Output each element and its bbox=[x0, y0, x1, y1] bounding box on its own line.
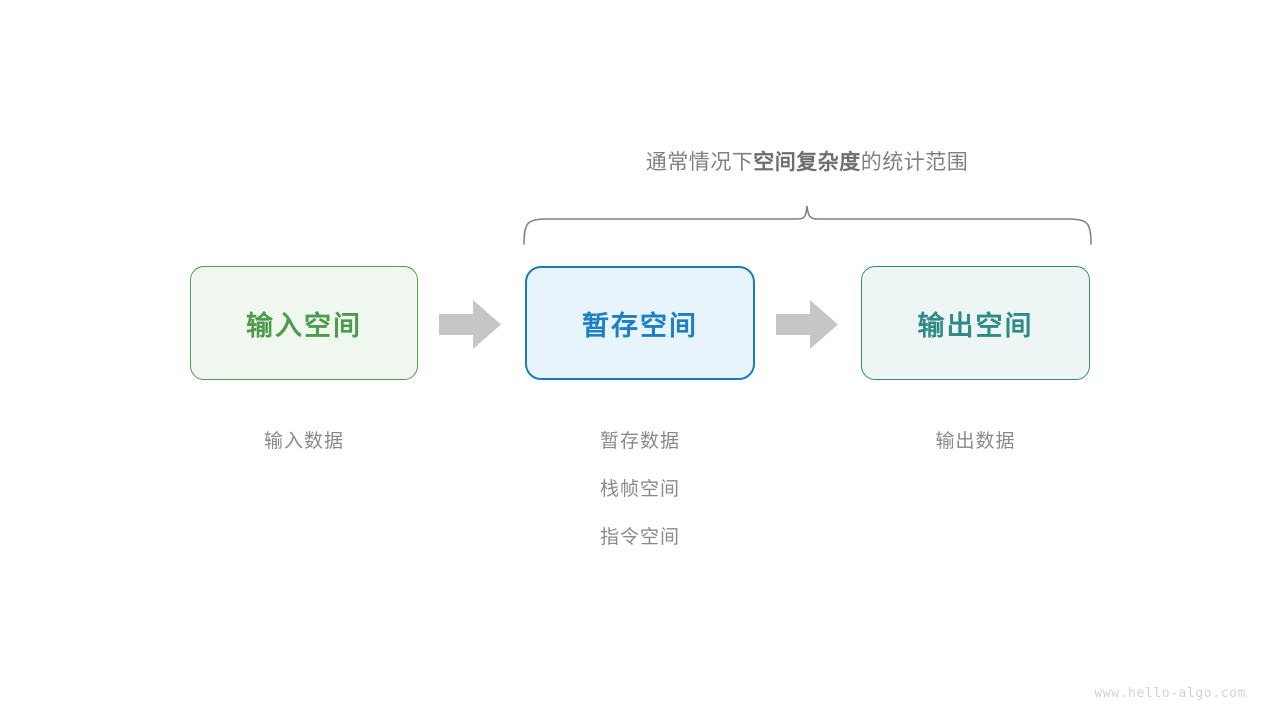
box-input-space-label: 输入空间 bbox=[246, 310, 362, 341]
box-temp-space-label: 暂存空间 bbox=[582, 310, 698, 341]
caption-item: 暂存数据 bbox=[599, 431, 680, 452]
captions-temp-space: 暂存数据 栈帧空间 指令空间 bbox=[525, 418, 755, 562]
caption-item: 输入数据 bbox=[263, 431, 344, 452]
scope-title-suffix: 的统计范围 bbox=[860, 151, 969, 174]
caption-item: 输出数据 bbox=[935, 431, 1016, 452]
captions-input-space: 输入数据 bbox=[190, 418, 418, 466]
caption-item: 指令空间 bbox=[599, 527, 680, 548]
scope-title-emphasis: 空间复杂度 bbox=[753, 151, 861, 174]
captions-output-space: 输出数据 bbox=[861, 418, 1090, 466]
box-output-space-label: 输出空间 bbox=[917, 310, 1034, 341]
watermark: www.hello-algo.com bbox=[1094, 686, 1246, 701]
right-arrow-icon-input-to-temp bbox=[439, 300, 501, 349]
box-temp-space[interactable]: 暂存空间 bbox=[525, 266, 755, 380]
curly-brace-icon bbox=[523, 205, 1092, 245]
caption-item: 栈帧空间 bbox=[599, 479, 680, 500]
scope-title: 通常情况下空间复杂度的统计范围 bbox=[524, 146, 1090, 176]
box-output-space[interactable]: 输出空间 bbox=[861, 266, 1090, 380]
right-arrow-icon-temp-to-output bbox=[776, 300, 838, 349]
scope-title-prefix: 通常情况下 bbox=[645, 151, 754, 174]
box-input-space[interactable]: 输入空间 bbox=[190, 266, 418, 380]
